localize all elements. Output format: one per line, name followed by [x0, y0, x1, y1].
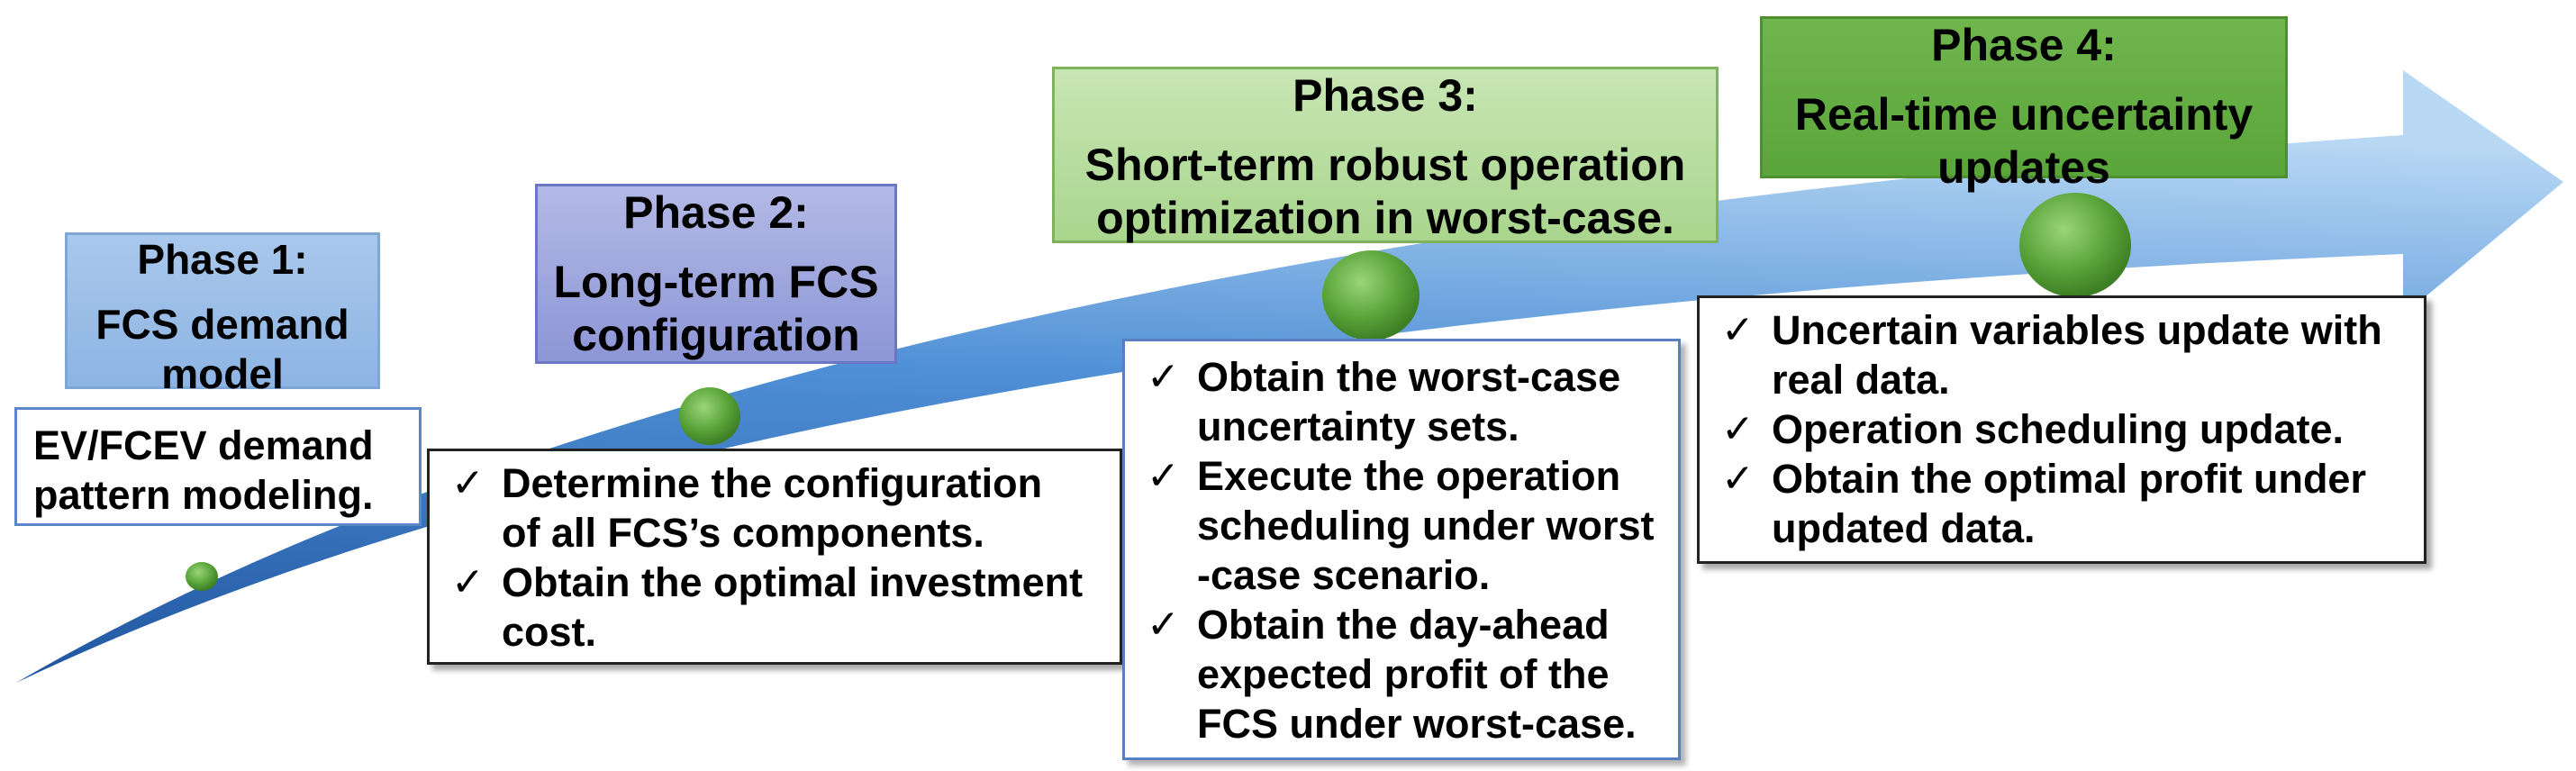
list-item: ✓ Determine the configuration of all FCS…	[451, 458, 1116, 558]
list-item: ✓ Execute the operation scheduling under…	[1147, 451, 1674, 600]
list-item-text: Determine the configuration of all FCS’s…	[502, 460, 1043, 556]
phase-2-marker	[679, 387, 740, 445]
phase-3-title: Phase 3:	[1293, 70, 1478, 121]
phase-2-subtitle: Long-term FCS configuration	[553, 257, 879, 360]
list-item-text: Obtain the optimal profit under updated …	[1772, 456, 2366, 551]
phase-4-box: Phase 4: Real-time uncertainty updates	[1760, 16, 2288, 193]
list-item: ✓ Uncertain variables update with real d…	[1721, 305, 2420, 404]
list-item-text: Execute the operation scheduling under w…	[1197, 453, 1655, 598]
phase-1-details: EV/FCEV demand pattern modeling.	[14, 407, 422, 526]
check-icon: ✓	[1721, 457, 1755, 501]
list-item-text: Uncertain variables update with real dat…	[1772, 307, 2382, 403]
list-item-text: Obtain the worst-case uncertainty sets.	[1197, 354, 1621, 449]
check-icon: ✓	[1147, 603, 1180, 647]
phase-4-title: Phase 4:	[1931, 20, 2117, 70]
list-item: ✓ Obtain the day-ahead expected profit o…	[1147, 600, 1674, 748]
phase-1-box: Phase 1: FCS demand model	[65, 232, 380, 397]
list-item-text: Operation scheduling update.	[1772, 406, 2345, 452]
phase-1-detail-text: EV/FCEV demand pattern modeling.	[33, 422, 374, 518]
check-icon: ✓	[1147, 454, 1180, 498]
phase-3-details: ✓ Obtain the worst-case uncertainty sets…	[1122, 339, 1681, 760]
list-item: ✓ Operation scheduling update.	[1721, 404, 2420, 454]
phase-3-marker	[1322, 250, 1420, 340]
list-item: ✓ Obtain the optimal profit under update…	[1721, 454, 2420, 553]
phase-2-title: Phase 2:	[623, 187, 809, 238]
phase-4-subtitle: Real-time uncertainty updates	[1794, 89, 2254, 193]
phase-2-box: Phase 2: Long-term FCS configuration	[535, 184, 897, 364]
phase-3-subtitle: Short-term robust operation optimization…	[1084, 140, 1686, 243]
check-icon: ✓	[451, 461, 485, 505]
phase-1-subtitle: FCS demand model	[95, 301, 349, 397]
list-item: ✓ Obtain the optimal investment cost.	[451, 558, 1116, 657]
check-icon: ✓	[1721, 308, 1755, 352]
phase-3-box: Phase 3: Short-term robust operation opt…	[1052, 67, 1719, 243]
arrow-body	[16, 70, 2563, 683]
list-item-text: Obtain the optimal investment cost.	[502, 559, 1084, 655]
list-item: ✓ Obtain the worst-case uncertainty sets…	[1147, 352, 1674, 451]
list-item-text: Obtain the day-ahead expected profit of …	[1197, 602, 1637, 747]
phase-1-marker	[186, 562, 218, 591]
phase-4-marker	[2019, 193, 2131, 297]
check-icon: ✓	[1721, 407, 1755, 451]
phase-1-title: Phase 1:	[137, 236, 308, 283]
check-icon: ✓	[451, 560, 485, 604]
check-icon: ✓	[1147, 355, 1180, 399]
phase-2-details: ✓ Determine the configuration of all FCS…	[427, 449, 1122, 665]
phase-4-details: ✓ Uncertain variables update with real d…	[1697, 295, 2426, 564]
